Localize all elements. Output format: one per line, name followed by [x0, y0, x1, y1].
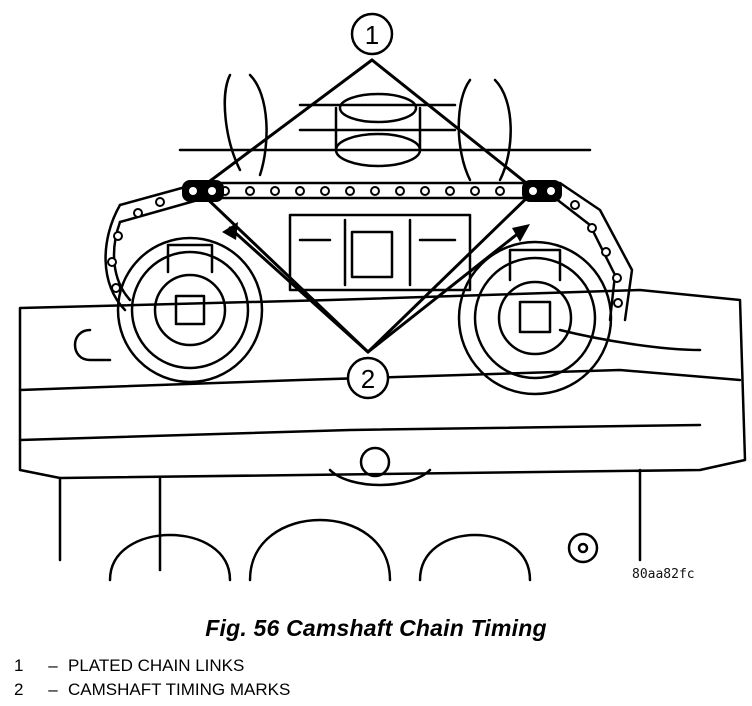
right-cam-sprocket [457, 240, 613, 396]
callout-1-leaders [196, 58, 537, 354]
legend: 1 – PLATED CHAIN LINKS 2 – CAMSHAFT TIMI… [14, 654, 290, 702]
valve-train [178, 73, 592, 292]
lower-bores [108, 446, 599, 582]
plated-chain-links [182, 180, 562, 202]
legend-number: 1 [14, 656, 24, 675]
legend-number: 2 [14, 680, 24, 699]
legend-description: CAMSHAFT TIMING MARKS [68, 680, 291, 699]
figure-code: 80aa82fc [632, 567, 695, 582]
cylinder-head-outline [18, 288, 747, 572]
legend-item-2: 2 – CAMSHAFT TIMING MARKS [14, 678, 290, 702]
chain-links [107, 186, 623, 308]
legend-separator: – [48, 656, 58, 675]
callout-2-number: 2 [361, 364, 375, 394]
callout-2-marker: 2 [346, 356, 390, 400]
legend-separator: – [48, 680, 58, 699]
legend-item-1: 1 – PLATED CHAIN LINKS [14, 654, 290, 678]
figure-caption: Fig. 56 Camshaft Chain Timing [205, 615, 547, 641]
callout-1-marker: 1 [350, 12, 394, 56]
legend-description: PLATED CHAIN LINKS [68, 656, 245, 675]
left-cam-sprocket [116, 236, 264, 384]
camshaft-chain-diagram: 1 2 [18, 12, 747, 582]
callout-1-number: 1 [365, 20, 379, 50]
timing-mark-arrows [222, 222, 530, 242]
